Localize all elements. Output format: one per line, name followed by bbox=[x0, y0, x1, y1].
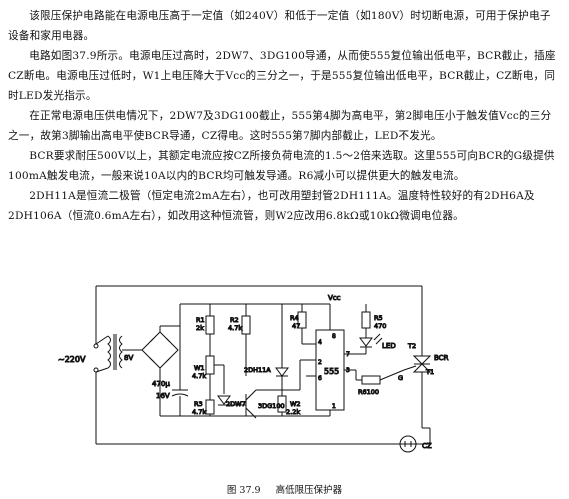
pin-8: 8 bbox=[332, 333, 336, 340]
r4-name: R4 bbox=[290, 314, 299, 322]
mains-terminal-top bbox=[93, 343, 99, 349]
r1-value: 2k bbox=[196, 324, 204, 332]
w1-name: W1 bbox=[194, 364, 205, 372]
socket-label: CZ bbox=[422, 442, 432, 450]
potentiometer-w1 bbox=[205, 355, 220, 400]
r3-value: 4.7k bbox=[192, 408, 206, 416]
g-label: G bbox=[398, 374, 403, 382]
w2-name: W2 bbox=[290, 400, 301, 408]
r5-name: R5 bbox=[374, 314, 383, 322]
resistor-r3 bbox=[205, 399, 215, 416]
ic-label: 555 bbox=[324, 367, 339, 376]
transistor bbox=[245, 389, 300, 419]
figure-caption: 图 37.9 高低限压保护器 bbox=[0, 482, 569, 496]
r1-name: R1 bbox=[196, 316, 205, 324]
w2-value: 2.2k bbox=[286, 408, 300, 416]
zener-label: 2DW7 bbox=[226, 400, 246, 408]
frame-wires bbox=[95, 285, 430, 445]
pin-1: 1 bbox=[332, 403, 336, 410]
circuit-diagram: ~220V 8V 470μ 16V Vcc bbox=[58, 285, 449, 453]
article-text: 该限压保护电路能在电源电压高于一定值（如240V）和低于一定值（如180V）时切… bbox=[8, 6, 561, 226]
figure-number: 图 37.9 bbox=[226, 485, 261, 496]
led bbox=[344, 333, 383, 355]
r3-name: R3 bbox=[194, 400, 203, 408]
figure-title: 高低限压保护器 bbox=[275, 485, 343, 496]
w1-value: 4.7k bbox=[192, 372, 206, 380]
resistor-r5 bbox=[361, 304, 371, 338]
r2-value: 4.7k bbox=[228, 324, 242, 332]
constant-current-diode bbox=[275, 304, 289, 390]
resistor-r6 bbox=[344, 369, 405, 385]
socket-cz bbox=[399, 427, 431, 453]
r6-label: R6100 bbox=[358, 388, 379, 396]
r4-value: 47 bbox=[292, 322, 300, 330]
pin-6: 6 bbox=[318, 375, 322, 382]
led-label: LED bbox=[382, 342, 396, 350]
paragraph-3: 在正常电源电压供电情况下，2DW7及3DG100截止，555第4脚为高电平，第2… bbox=[8, 110, 552, 142]
pin-4: 4 bbox=[318, 339, 322, 346]
paragraph-4: BCR要求耐压500V以上，其额定电流应按CZ所接负荷电流的1.5～2倍来选取。… bbox=[8, 150, 555, 182]
pin-2: 2 bbox=[318, 359, 322, 366]
potentiometer-w2 bbox=[277, 390, 287, 416]
r5-value: 470 bbox=[374, 322, 386, 330]
paragraph-5: 2DH11A是恒流二极管（恒定电流2mA左右），也可改用塑封管2DH111A。温… bbox=[8, 190, 535, 222]
bcr-triac bbox=[403, 346, 432, 428]
resistor-r2 bbox=[241, 304, 251, 376]
paragraph-1: 该限压保护电路能在电源电压高于一定值（如240V）和低于一定值（如180V）时切… bbox=[8, 10, 551, 42]
rectifier-voltage: 8V bbox=[124, 354, 133, 362]
bcr-label: BCR bbox=[434, 354, 449, 362]
filter-capacitor bbox=[171, 326, 189, 416]
t2-label: T2 bbox=[407, 342, 416, 350]
vcc-label: Vcc bbox=[328, 294, 341, 302]
zener-diode bbox=[214, 364, 246, 406]
paragraph-2: 电路如图37.9所示。电源电压过高时，2DW7、3DG100导通，从而使555复… bbox=[8, 50, 556, 102]
transistor-label: 3DG100 bbox=[258, 402, 285, 410]
ic-555 bbox=[299, 304, 345, 416]
capacitor-voltage: 16V bbox=[156, 392, 170, 400]
resistor-r1 bbox=[205, 304, 215, 356]
mains-label: ~220V bbox=[58, 355, 86, 364]
t1-label: T1 bbox=[425, 368, 434, 376]
resistor-r4 bbox=[297, 304, 316, 345]
capacitor-value: 470μ bbox=[152, 380, 170, 388]
transformer bbox=[95, 334, 123, 373]
constant-diode-label: 2DH11A bbox=[244, 366, 271, 374]
r2-name: R2 bbox=[230, 316, 239, 324]
bridge-rectifier bbox=[122, 325, 180, 417]
